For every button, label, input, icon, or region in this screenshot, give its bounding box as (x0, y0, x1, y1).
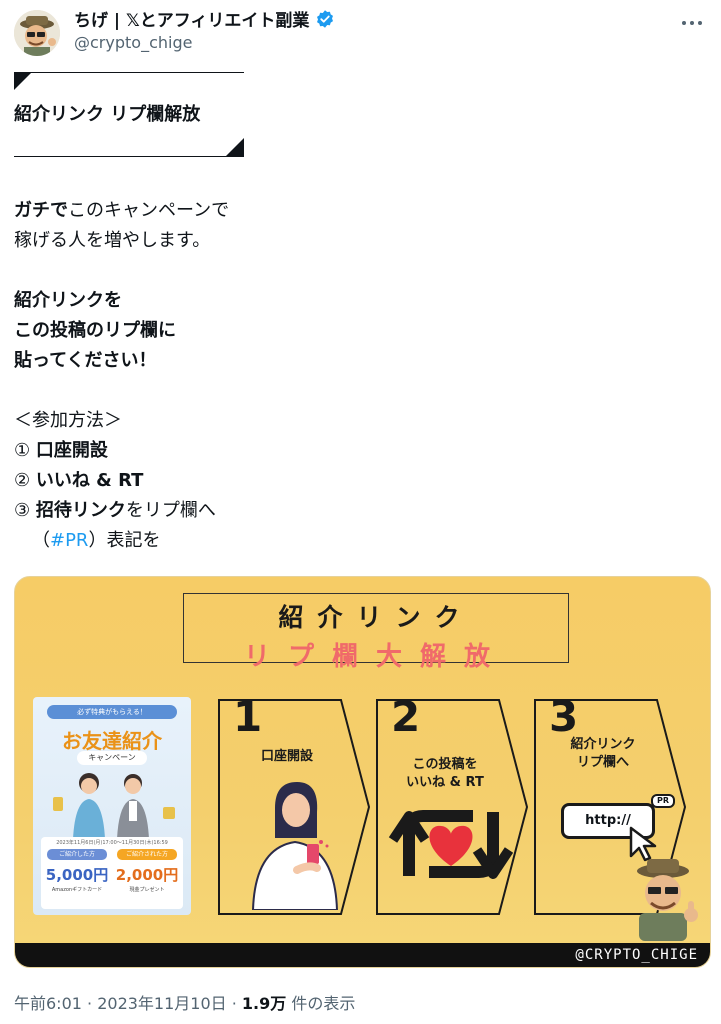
tweet-line: 紹介リンクを (14, 290, 122, 311)
banner-line-2: リプ欄大解放 (243, 642, 508, 672)
promo-referee: ご紹介された方 2,000円 現金プレゼント (115, 849, 179, 893)
promo-people-illustration (53, 773, 175, 839)
banner-line-1: 紹介リンク (278, 603, 474, 632)
step-card-1: 1 口座開設 (217, 692, 371, 916)
tweet-text: 紹介リンク リプ欄解放 ガチでこのキャンペーンで 稼げる人を増やします。 紹介リ… (14, 72, 704, 556)
step-number: 3 (549, 692, 579, 741)
image-banner: 紹介リンク リプ欄大解放 (183, 593, 569, 672)
author-display-name[interactable]: ちげ | 𝕏とアフィリエイト副業 (74, 11, 310, 31)
tweet-line: この投稿のリプ欄に (14, 320, 176, 341)
how-to-step-3: ③ 招待リンクをリプ欄へ (14, 500, 216, 521)
views-label: 件の表示 (286, 994, 356, 1013)
more-options-icon[interactable] (679, 10, 705, 36)
mascot-icon (637, 859, 698, 941)
tweet-image[interactable]: 紹介リンク リプ欄大解放 必ず特典がもらえる！ お友達紹介 キャンペーン 202… (14, 576, 711, 968)
retweet-heart-icon (388, 810, 514, 879)
tweet-header: ちげ | 𝕏とアフィリエイト副業 @crypto_chige (0, 0, 721, 64)
how-to-header: ＜参加方法＞ (14, 410, 122, 431)
tweet-title-box: 紹介リンク リプ欄解放 (14, 72, 244, 158)
step-card-2: 2 この投稿をいいね & RT (375, 692, 529, 916)
promo-period: 2023年11月6日(月)17:00〜11月30日(木)16:59 (56, 840, 168, 846)
url-box: http:// (561, 803, 655, 839)
step-label: 紹介リンクリプ欄へ (570, 737, 636, 770)
cartoon-avatar-icon[interactable] (14, 10, 60, 56)
how-to-step-2: ② いいね & RT (14, 470, 144, 491)
tweet-time[interactable]: 午前6:01 (14, 994, 82, 1013)
tweet-meta: 午前6:01 · 2023年11月10日 · 1.9万 件の表示 (14, 994, 356, 1013)
pr-tag: PR (651, 794, 675, 808)
promo-subtitle: キャンペーン (77, 751, 147, 765)
how-to-step-note: （#PR）表記を (32, 530, 161, 551)
step-label: この投稿をいいね & RT (406, 757, 484, 790)
woman-phone-illustration (251, 782, 339, 910)
tweet-line: 稼げる人を増やします。 (14, 230, 211, 251)
promo-title: お友達紹介 (62, 729, 162, 753)
cursor-arrow-icon (629, 826, 657, 862)
tweet-line: ガチでこのキャンペーンで (14, 200, 230, 221)
step-label: 口座開設 (260, 749, 313, 764)
step-number: 2 (391, 692, 421, 741)
views-count: 1.9万 (241, 994, 287, 1013)
author-name-row: ちげ | 𝕏とアフィリエイト副業 (74, 6, 335, 31)
how-to-step-1: ① 口座開設 (14, 440, 108, 461)
author-handle[interactable]: @crypto_chige (74, 33, 193, 52)
promo-top-pill: 必ず特典がもらえる！ (47, 705, 177, 719)
step-number: 1 (233, 692, 263, 741)
tweet-line: 貼ってください！ (14, 350, 157, 371)
tweet-title: 紹介リンク リプ欄解放 (14, 104, 201, 125)
promo-flyer: 必ず特典がもらえる！ お友達紹介 キャンペーン 2023年11月6日(月)17:… (33, 697, 191, 915)
promo-reward-panel: 2023年11月6日(月)17:00〜11月30日(木)16:59 ご紹介した方… (41, 837, 183, 909)
image-footer-bar: @CRYPTO_CHIGE (15, 943, 710, 967)
verified-badge-icon (317, 9, 334, 28)
image-watermark: @CRYPTO_CHIGE (575, 947, 698, 963)
hashtag-link[interactable]: #PR (50, 530, 89, 551)
promo-referrer: ご紹介した方 5,000円 Amazonギフトカード (45, 849, 109, 893)
tweet-date[interactable]: 2023年11月10日 (97, 994, 227, 1013)
